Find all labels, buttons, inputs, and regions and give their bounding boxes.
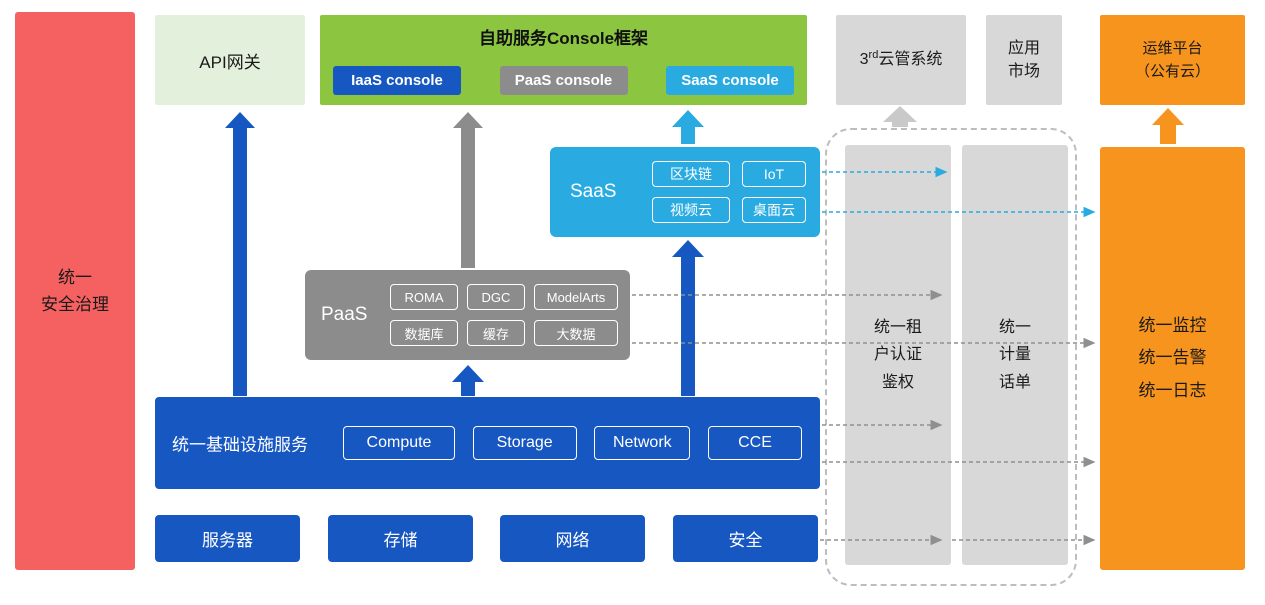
auth-pipeline-bar: 统一租 户认证 鉴权 [845,145,951,565]
hw-network-box: 网络 [500,515,645,562]
arrow-infra-to-saas [672,240,704,396]
paas-layer-label: PaaS [321,304,368,325]
chip-cce: CCE [707,426,802,460]
chip-database: 数据库 [390,320,458,346]
third-party-superscript: rd [868,49,879,62]
arrow-pipelines-to-third-party [883,106,917,127]
chip-blockchain: 区块链 [652,161,730,187]
console-framework-box: 自助服务Console框架 IaaS console PaaS console … [320,15,807,105]
chip-storage: Storage [472,426,577,460]
chip-modelarts: ModelArts [534,284,618,310]
saas-layer-box: SaaS 区块链 IoT 视频云 桌面云 [550,147,820,237]
chip-bigdata: 大数据 [534,320,618,346]
console-chips: IaaS console PaaS console SaaS console [333,66,794,95]
chip-compute: Compute [343,426,455,460]
chip-iot: IoT [742,161,806,187]
hw-storage-box: 存储 [328,515,473,562]
monitoring-bar: 统一监控 统一告警 统一日志 [1100,147,1245,570]
hw-server-box: 服务器 [155,515,300,562]
saas-console-chip: SaaS console [666,66,794,95]
third-party-suffix: 云管系统 [878,51,943,69]
saas-services: 区块链 IoT 视频云 桌面云 [652,161,806,223]
security-governance-bar: 统一 安全治理 [15,12,135,570]
infrastructure-label: 统一基础设施服务 [172,435,308,455]
chip-dgc: DGC [467,284,525,310]
iaas-console-chip: IaaS console [333,66,461,95]
paas-services: ROMA DGC ModelArts 数据库 缓存 大数据 [390,284,618,346]
chip-video-cloud: 视频云 [652,197,730,223]
console-framework-title: 自助服务Console框架 [478,29,649,48]
chip-roma: ROMA [390,284,458,310]
third-party-prefix: 3 [859,51,869,69]
chip-desktop-cloud: 桌面云 [742,197,806,223]
hw-security-box: 安全 [673,515,818,562]
arrow-saas-to-console [672,110,704,144]
arrow-infra-to-api-gateway [225,112,255,396]
ops-platform-box: 运维平台 （公有云） [1100,15,1245,105]
paas-console-chip: PaaS console [499,66,628,95]
third-party-cloud-mgmt-box: 3rd云管系统 [836,15,966,105]
arrow-infra-to-paas [452,365,484,396]
infrastructure-services: Compute Storage Network CCE [343,426,802,460]
metering-pipeline-bar: 统一 计量 话单 [962,145,1068,565]
saas-layer-label: SaaS [570,181,617,202]
chip-network: Network [594,426,691,460]
paas-layer-box: PaaS ROMA DGC ModelArts 数据库 缓存 大数据 [305,270,630,360]
app-market-box: 应用 市场 [986,15,1062,105]
infrastructure-layer-box: 统一基础设施服务 Compute Storage Network CCE [155,397,820,489]
arrow-monitoring-to-ops [1152,108,1184,144]
third-party-label: 3rd云管系统 [860,48,943,71]
chip-cache: 缓存 [467,320,525,346]
api-gateway-box: API网关 [155,15,305,105]
arrow-paas-to-console [453,112,483,268]
pipelines-dashed-container [825,128,1077,586]
